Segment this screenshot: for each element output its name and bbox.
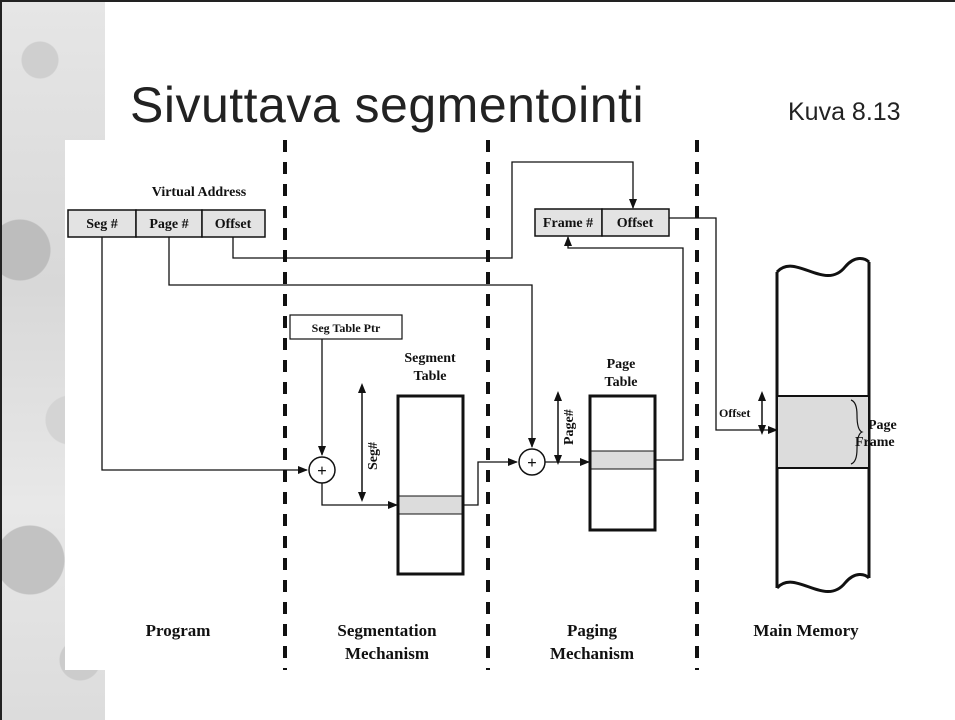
segment-adder-symbol: + <box>317 461 327 480</box>
page-table-title-2: Table <box>605 375 638 390</box>
figure-reference: Kuva 8.13 <box>788 98 901 126</box>
page-frame-brace <box>850 399 864 465</box>
physical-offset-label: Offset <box>617 216 654 231</box>
slide-border-left <box>0 0 2 720</box>
page-frame-block <box>776 395 870 469</box>
section-main-memory: Main Memory <box>753 621 859 640</box>
page-frame-path <box>564 236 684 461</box>
page-number-path <box>168 237 536 448</box>
slide-title: Sivuttava segmentointi <box>130 77 645 133</box>
section-paging-2: Mechanism <box>550 644 634 663</box>
virtual-address-register: Seg # Page # Offset <box>67 209 266 238</box>
main-memory: Offset Page Frame <box>719 257 897 593</box>
diagram-svg: Virtual Address Seg # Page # Offset Fram… <box>67 140 897 670</box>
frame-number-label: Frame # <box>543 216 593 231</box>
segment-table-title-2: Table <box>414 369 447 384</box>
physical-offset-field <box>601 208 670 237</box>
seg-index-label: Seg# <box>366 442 381 470</box>
memory-offset-label: Offset <box>719 406 750 420</box>
memory-bottom-edge <box>775 573 871 593</box>
page-adder: + <box>518 448 546 476</box>
section-program: Program <box>146 621 211 640</box>
memory-offset-path <box>669 217 778 434</box>
slide-border-top <box>0 0 955 2</box>
section-dividers <box>283 140 699 670</box>
seg-number-path <box>101 237 308 474</box>
page-adder-symbol: + <box>527 453 537 472</box>
segment-entry-path <box>463 458 518 506</box>
memory-top-edge <box>775 257 871 277</box>
page-frame-label-2: Frame <box>855 435 895 450</box>
segment-table <box>396 394 465 576</box>
seg-table-ptr-box <box>289 314 403 340</box>
section-segmentation-2: Mechanism <box>345 644 429 663</box>
section-segmentation-1: Segmentation <box>337 621 437 640</box>
offset-copy-path <box>232 161 637 259</box>
offset-label: Offset <box>215 217 252 232</box>
page-number-label: Page # <box>149 217 188 232</box>
virtual-address-heading: Virtual Address <box>152 185 247 200</box>
segmentation-paging-diagram: Virtual Address Seg # Page # Offset Fram… <box>65 140 920 670</box>
segment-table-entry <box>398 495 463 515</box>
section-paging-1: Paging <box>567 621 618 640</box>
seg-number-label: Seg # <box>86 217 118 232</box>
page-table-title-1: Page <box>607 357 636 372</box>
seg-table-ptr-label: Seg Table Ptr <box>312 321 381 335</box>
segment-lookup-path <box>321 483 398 509</box>
connection-lines <box>101 161 778 509</box>
offset-field <box>201 209 266 238</box>
page-index-label: Page# <box>562 409 577 445</box>
page-frame-label-1: Page <box>868 418 897 433</box>
segment-adder: + <box>308 456 336 484</box>
segment-table-title-1: Segment <box>404 351 456 366</box>
page-table-entry <box>590 450 655 470</box>
physical-address-register: Frame # Offset <box>534 208 670 237</box>
